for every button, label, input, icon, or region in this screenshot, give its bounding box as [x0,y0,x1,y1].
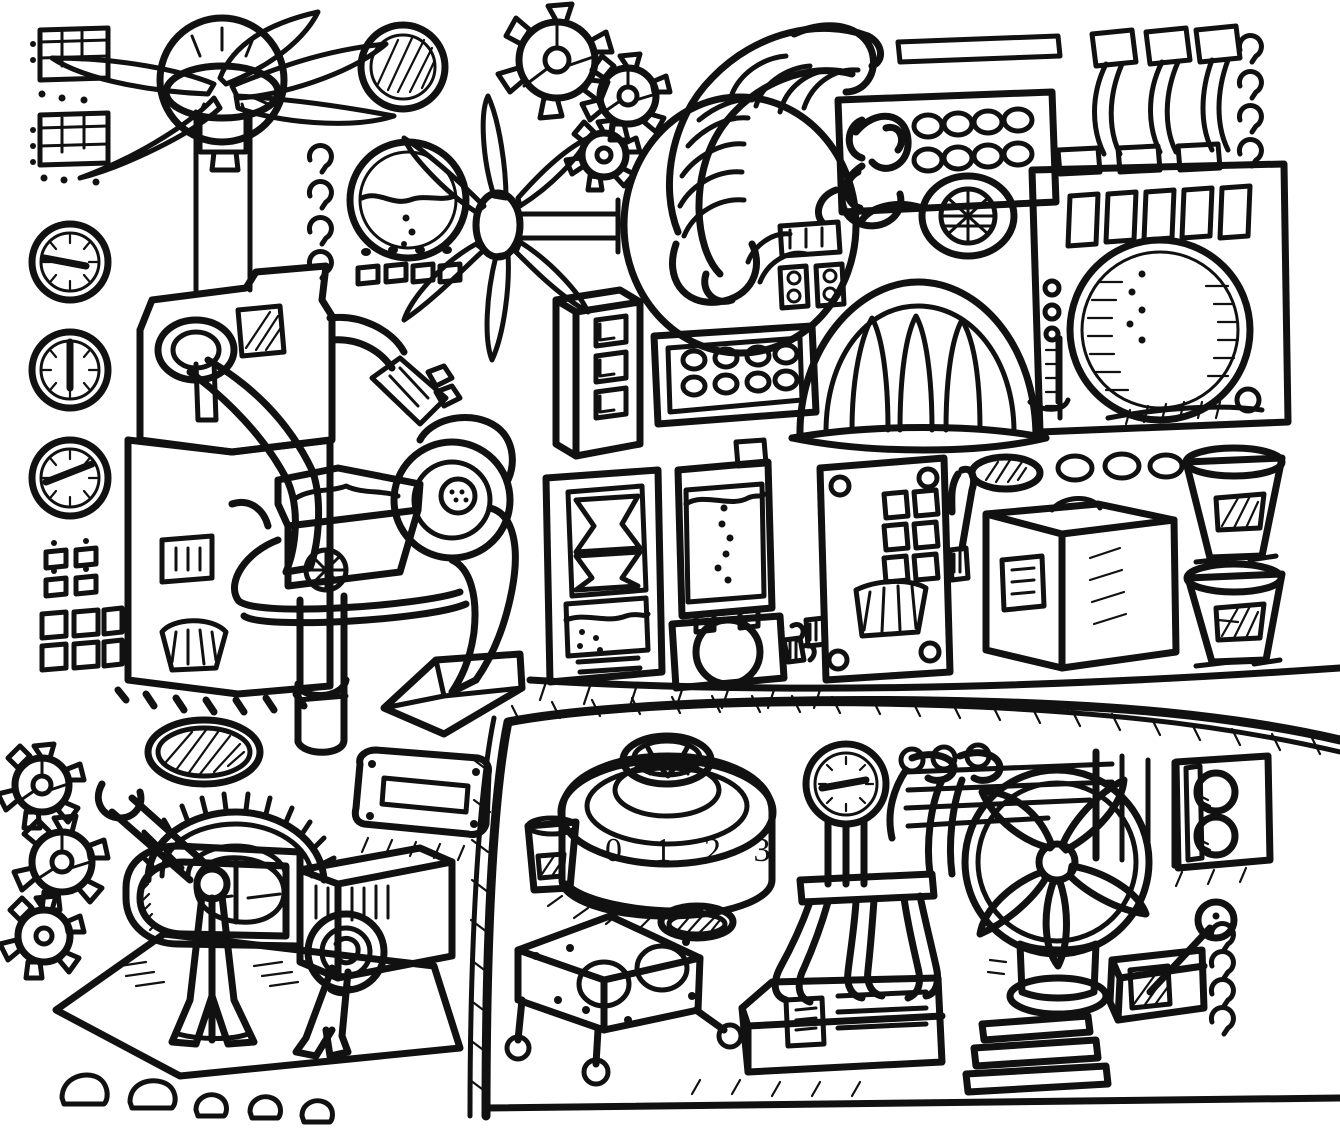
propeller-blade-fan [401,93,621,363]
hatched-switch-lever[interactable] [1106,898,1238,1024]
drop-indicator-column-lower-right [1208,921,1236,1037]
glass-partition [467,694,1340,1121]
hatched-oval-disc [657,902,737,942]
dual-knob-panel[interactable] [1172,752,1274,888]
crt-monitor-cabinet [1028,160,1292,436]
valve-handwheel[interactable] [961,766,1153,1018]
beaker-large [1182,444,1286,565]
clock-gauge-3 [28,436,112,520]
motor-assembly [326,313,519,696]
pressure-gauge-dial [802,740,890,828]
tripod-stand [168,865,258,1048]
switch-pair[interactable] [777,261,847,311]
dot-grid-panel[interactable] [650,322,820,428]
small-beaker [524,815,580,894]
hatched-porthole [357,21,449,113]
wall-fan-with-propeller [49,9,397,293]
gear-large [495,1,615,121]
lamp-row-right [968,451,1185,493]
mesh-speaker-dial [858,172,1018,260]
machine-floor-mat [52,930,464,1080]
liquid-column-tank [674,437,776,635]
liquid-tank-porthole [346,138,470,262]
counter-digits: 0 1 2 3 [605,832,783,869]
pebble-row-bottom [59,1072,335,1125]
faceted-instrument-box [504,912,744,1087]
hatched-oval-plate [144,716,264,788]
drop-indicator-column-right [1236,33,1264,169]
vent-slot-box[interactable] [351,746,492,862]
led-strip [777,219,843,259]
down-pipe [294,592,350,756]
floor-slats [482,1012,1340,1112]
indicator-button-grid[interactable] [39,538,125,673]
top-rail-bar [895,33,1063,65]
gear-cluster-three [0,741,111,981]
bellows-panel [542,466,666,686]
drop-indicator-column-left [306,143,334,281]
centrifuge-drum: 0 1 2 3 [546,732,783,930]
patch-cables[interactable] [1055,23,1243,177]
keypad-panel-with-meter[interactable] [789,454,978,684]
gear-medium [579,51,673,143]
clock-gauge-1 [28,220,112,304]
beaker-small [1183,560,1286,669]
button-matrix-panel[interactable] [834,88,1060,216]
specimen-tray [228,464,470,627]
gear-small [563,117,643,193]
carry-case-box [982,496,1180,672]
clock-gauge-2 [28,328,112,412]
main-left-machine [114,262,336,716]
relay-box [690,974,946,1098]
vertical-slot-rack [552,286,644,460]
wooden-wedge [380,650,526,738]
punchcard-slot-lower [30,110,111,186]
flexible-duct-hose [620,22,884,357]
